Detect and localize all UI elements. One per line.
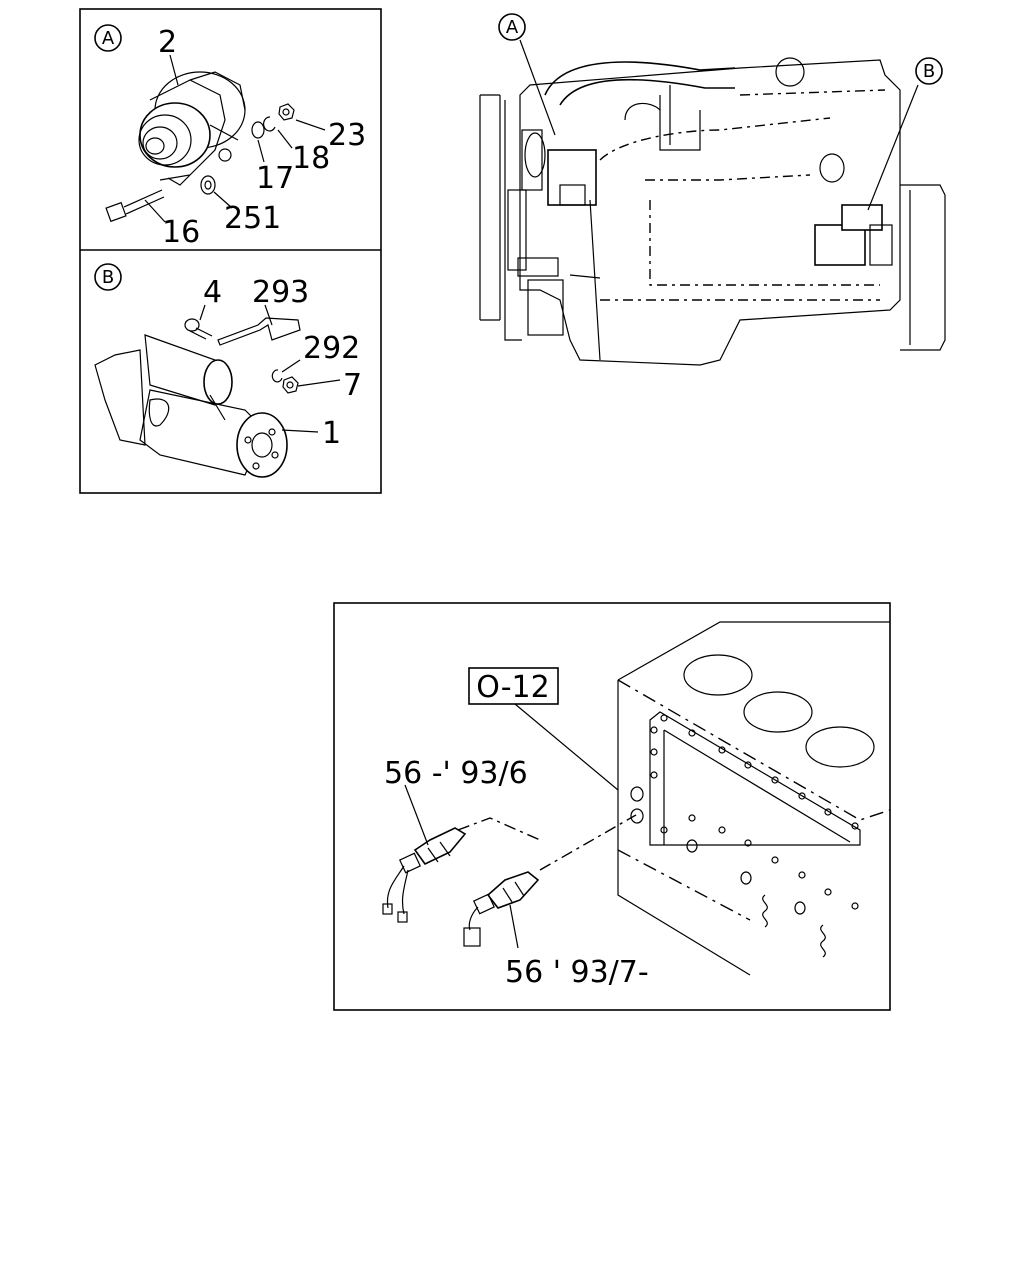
engine-marker-b: B (915, 57, 943, 85)
inset-b-starter: B (94, 263, 362, 478)
bracket-293 (217, 317, 301, 346)
svg-text:A: A (506, 17, 519, 38)
callout-1: 1 (322, 416, 341, 451)
engine-marker-a: A (498, 13, 526, 41)
callout-292: 292 (303, 331, 360, 366)
sensor-lower (463, 871, 540, 949)
inset-frame (79, 8, 382, 494)
alternator-drawing (138, 71, 246, 186)
callout-2: 2 (158, 25, 177, 60)
callout-251: 251 (224, 201, 281, 236)
marker-b-circle: B (94, 263, 122, 291)
callout-56-lower: 56 ' 93/7- (505, 955, 649, 990)
inset-a-alternator: A (94, 24, 366, 250)
engine-view: A B (479, 13, 946, 366)
bolt-16 (105, 189, 165, 223)
reference-box: O-12 (468, 667, 559, 705)
bolt-4 (184, 318, 213, 340)
callout-56-upper: 56 -' 93/6 (384, 756, 528, 791)
clip-292 (271, 369, 283, 383)
callout-17: 17 (256, 161, 294, 196)
callout-4: 4 (203, 275, 222, 310)
nut-7 (282, 376, 299, 394)
svg-text:B: B (923, 61, 935, 82)
sensor-upper (382, 784, 467, 923)
svg-text:B: B (102, 267, 114, 288)
svg-text:A: A (102, 28, 115, 49)
callout-16: 16 (162, 215, 200, 250)
callout-293: 293 (252, 275, 309, 310)
nut-23 (278, 103, 295, 121)
sensor-detail: O-12 (333, 602, 891, 1011)
callout-7: 7 (343, 368, 362, 403)
svg-text:O-12: O-12 (476, 670, 549, 705)
starter-drawing (94, 334, 288, 478)
marker-a-circle: A (94, 24, 122, 52)
lock-washer-18 (263, 116, 276, 132)
washer-17 (251, 121, 265, 139)
callout-18: 18 (292, 141, 330, 176)
washer-251 (200, 175, 216, 195)
cylinder-block (617, 621, 891, 976)
callout-23: 23 (328, 118, 366, 153)
